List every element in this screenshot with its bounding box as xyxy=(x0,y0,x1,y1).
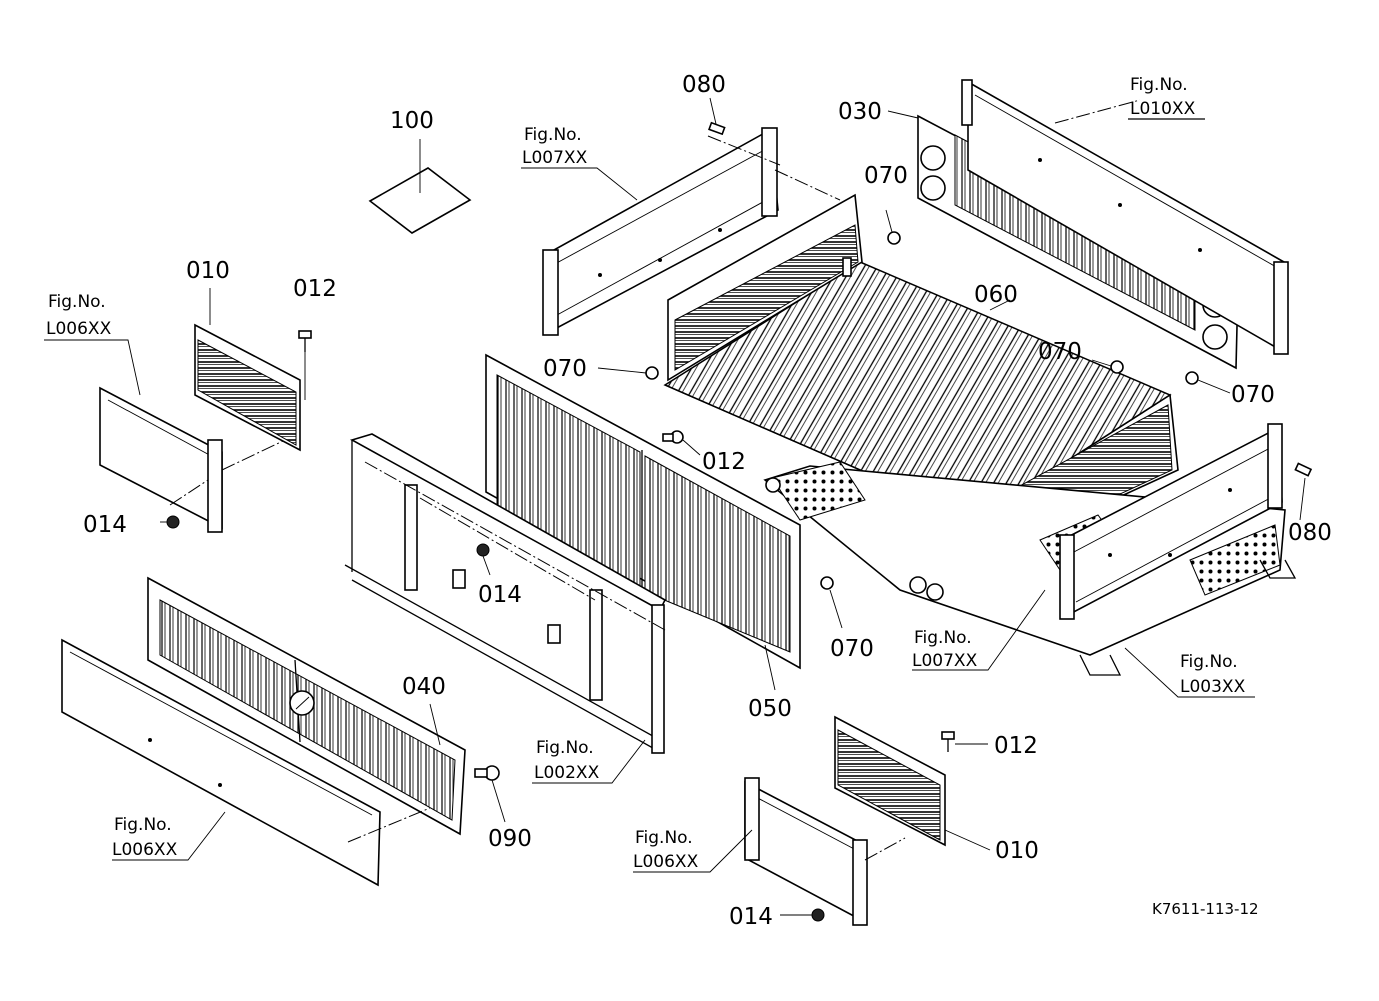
label-070-right: 070 xyxy=(1038,339,1082,365)
label-014-left: 014 xyxy=(83,512,127,538)
fastener-bolt-012-c xyxy=(941,731,988,752)
label-012-lower: 012 xyxy=(994,733,1038,759)
fig-ref-l007-lower: L007XX xyxy=(912,651,978,671)
label-080-upper: 080 xyxy=(682,72,726,98)
side-panel-upper xyxy=(542,127,841,336)
fastener-screw-070-e xyxy=(820,576,843,629)
label-012-middle: 012 xyxy=(702,449,746,475)
fig-caption-l006-lower: Fig.No. xyxy=(635,828,693,848)
fastener-nut-014-c xyxy=(780,908,825,922)
diagram-code: K7611-113-12 xyxy=(1152,900,1259,918)
end-panel-upper-left xyxy=(99,386,286,533)
fig-caption-l007-upper: Fig.No. xyxy=(524,125,582,145)
front-rail-panel xyxy=(61,638,431,887)
label-014-lower: 014 xyxy=(729,904,773,930)
part-080-pin-upper xyxy=(708,97,726,136)
fig-ref-l007-upper: L007XX xyxy=(522,148,588,168)
fastener-bolt-012-b xyxy=(662,430,701,456)
side-frame-l002 xyxy=(344,433,667,754)
fig-ref-l006-front: L006XX xyxy=(112,840,178,860)
fig-ref-l006-upper: L006XX xyxy=(46,319,112,339)
label-080-right: 080 xyxy=(1288,520,1332,546)
fastener-screw-070-a xyxy=(885,209,901,245)
label-012-upper: 012 xyxy=(293,276,337,302)
label-050: 050 xyxy=(748,696,792,722)
part-080-pin-right xyxy=(1294,462,1313,521)
fastener-nut-014-a xyxy=(160,515,180,529)
fastener-bolt-012-a xyxy=(298,330,312,400)
fig-ref-l003: L003XX xyxy=(1180,677,1246,697)
label-070-left: 070 xyxy=(543,356,587,382)
leader-lines xyxy=(44,167,1255,873)
label-060: 060 xyxy=(974,282,1018,308)
fig-caption-l006-upper: Fig.No. xyxy=(48,292,106,312)
part-labels: 100 080 030 070 060 070 070 070 010 012 … xyxy=(83,72,1332,930)
fig-ref-l010: L010XX xyxy=(1130,99,1196,119)
end-panel-lower-right xyxy=(744,777,906,926)
fig-ref-l006-lower: L006XX xyxy=(633,852,699,872)
fig-caption-l006-front: Fig.No. xyxy=(114,815,172,835)
fig-caption-l007-lower: Fig.No. xyxy=(914,628,972,648)
part-040-tailgate xyxy=(147,576,466,836)
fig-caption-l003: Fig.No. xyxy=(1180,652,1238,672)
label-090: 090 xyxy=(488,826,532,852)
fastener-screw-070-d xyxy=(1185,371,1231,394)
label-014-middle: 014 xyxy=(478,582,522,608)
fig-caption-l002: Fig.No. xyxy=(536,738,594,758)
label-070-far-right: 070 xyxy=(1231,382,1275,408)
side-panel-right xyxy=(1059,423,1283,620)
fastener-screw-070-b xyxy=(597,366,659,380)
label-070-top: 070 xyxy=(864,163,908,189)
label-010-lower: 010 xyxy=(995,838,1039,864)
part-010-panel-upper xyxy=(194,288,301,452)
label-010-upper: 010 xyxy=(186,258,230,284)
fig-caption-l010: Fig.No. xyxy=(1130,75,1188,95)
part-010-panel-lower xyxy=(834,715,991,851)
fig-ref-l002: L002XX xyxy=(534,763,600,783)
label-040: 040 xyxy=(402,674,446,700)
part-100-sheet xyxy=(368,139,472,234)
figure-references: Fig.No. L007XX Fig.No. L010XX Fig.No. L0… xyxy=(46,75,1246,872)
fastener-screw-070-c xyxy=(1091,359,1124,374)
label-070-lower: 070 xyxy=(830,636,874,662)
part-050-side-gate xyxy=(485,353,801,691)
part-090-bolt xyxy=(474,765,506,823)
back-rail-panel xyxy=(961,79,1289,355)
fastener-nut-014-b xyxy=(476,543,491,576)
label-030: 030 xyxy=(838,99,882,125)
label-100: 100 xyxy=(390,108,434,134)
